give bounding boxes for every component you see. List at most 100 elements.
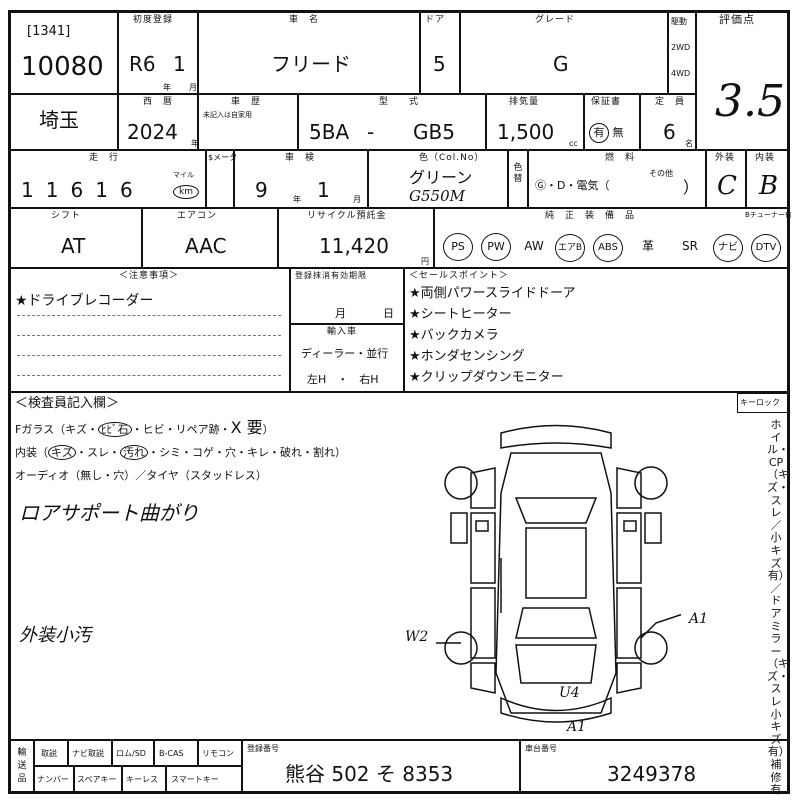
year: 2024: [127, 120, 178, 144]
ac-label: エアコン: [177, 211, 218, 221]
f-c5: リモコン: [198, 740, 242, 766]
displacement-label: 排気量: [509, 97, 540, 107]
lot-cell: [1341] 10080: [10, 12, 118, 94]
color-change-cell: 色替: [508, 150, 528, 208]
prefecture: 埼玉: [39, 108, 79, 132]
interior-dirt: 汚れ: [120, 445, 148, 460]
score-label: 評価点: [719, 13, 755, 26]
yen-unit: 円: [421, 257, 429, 266]
model-sep: -: [367, 120, 375, 144]
f-d3: キーレス: [122, 766, 166, 792]
fuel-close: ）: [683, 178, 700, 197]
warranty-label: 保証書: [591, 97, 622, 107]
car-diagram: [436, 424, 681, 723]
inspection-year-unit: 年: [293, 195, 301, 204]
interior-text: 内装（: [15, 446, 48, 459]
warranty-cell: 保証書 有 無: [584, 94, 640, 150]
caution-item: ★ドライブレコーダー: [15, 293, 154, 309]
caution-cell: ＜注意事項＞ ★ドライブレコーダー: [10, 268, 290, 392]
ac: AAC: [185, 234, 227, 258]
sales-point: ★シートヒーター: [409, 307, 512, 322]
keyless-label: キーロック: [740, 398, 780, 407]
shift-label: シフト: [51, 211, 82, 221]
reg-deadline-month: 月: [335, 307, 346, 320]
equip-navi: ナビ: [710, 231, 746, 262]
f-c1-label: 取説: [41, 749, 57, 758]
mileage-digit: 1: [95, 178, 120, 202]
drive-label: 駆動: [671, 17, 687, 26]
capacity-unit: 名: [685, 139, 693, 148]
f-c5-label: リモコン: [202, 749, 234, 758]
model-prefix: 5BA: [309, 120, 350, 144]
drive-2wd: 2WD: [671, 43, 691, 52]
equip-aw: AW: [516, 231, 552, 261]
grade-cell: グレード G: [460, 12, 668, 94]
chassis-cell: 車台番号 3249378: [520, 740, 788, 792]
warranty-options: 有 無: [589, 123, 624, 143]
f-d4: スマートキー: [166, 766, 242, 792]
year-unit-2: 年: [191, 139, 199, 148]
caution-label: ＜注意事項＞: [119, 271, 180, 281]
f-c2: ナビ取説: [68, 740, 112, 766]
glass-text: Fガラス（キズ・: [15, 423, 99, 436]
recycle-cell: リサイクル預託金 11,420 円: [278, 208, 434, 268]
glass-close: ）: [262, 423, 274, 436]
equip-aw-label: AW: [524, 239, 544, 253]
cc-unit: cc: [569, 139, 578, 148]
interior-line: 内装（キズ・スレ・汚れ・シミ・コゲ・穴・キレ・破れ・割れ）: [15, 445, 346, 460]
f-c4-label: B-CAS: [159, 749, 184, 758]
lot-bracket: [1341]: [27, 24, 71, 39]
equip-abs: ABS: [590, 231, 626, 262]
equip-ps: PS: [440, 231, 476, 261]
score: 3.5: [715, 76, 785, 127]
interior-grade: B: [759, 171, 779, 201]
shift: AT: [61, 234, 86, 258]
plate-cell: 登録番号 熊谷 502 そ 8353: [242, 740, 520, 792]
mileage-digit: 1: [45, 178, 71, 202]
color: グリーン: [409, 168, 473, 187]
reg-deadline-cell: 登録抹消有効期限 月 日: [290, 268, 404, 324]
shift-cell: シフト AT: [10, 208, 142, 268]
sales-points-label: ＜セールスポイント＞: [409, 271, 510, 281]
handwritten-note-1: ロアサポート曲がり: [19, 501, 199, 525]
import-cell: 輸入車 ディーラー・並行 左H ・ 右H: [290, 324, 404, 392]
car-name-cell: 車 名 フリード: [198, 12, 420, 94]
import-type: ディーラー・並行: [301, 347, 389, 360]
equip-airbag: エアB: [552, 231, 588, 262]
mark-w2: W2: [405, 629, 429, 645]
fuel-label: 燃 料: [605, 153, 636, 163]
mileage-digits: 11616: [21, 179, 145, 201]
inspection-date-label: 車 検: [285, 153, 316, 163]
mileage-label: 走 行: [89, 153, 120, 163]
transport-label: 輸送品: [17, 748, 27, 784]
color-cell: 色（Col.No） グリーン G550M: [368, 150, 508, 208]
plate-label: 登録番号: [247, 744, 279, 753]
f-c3: ロム/SD: [112, 740, 154, 766]
inspection-year: 9: [255, 178, 268, 202]
initial-reg-label: 初度登録: [133, 15, 174, 25]
meter-cell: $メータ: [206, 150, 237, 208]
score-cell: 評価点 3.5: [696, 12, 788, 150]
warranty-yes: 有: [589, 123, 609, 143]
wheel-mirror-notes: ホイル・CP（キズ・スレ／小キズ有）／ドアミラー（キズ・スレ 小キズ有）補修有: [767, 418, 789, 797]
car-name: フリード: [271, 52, 351, 76]
sales-point: ★クリップダウンモニター: [409, 370, 564, 385]
glass-repair-needed: X 要: [230, 418, 263, 437]
interior-rest: ・シミ・コゲ・穴・キレ・破れ・割れ）: [148, 446, 346, 459]
warranty-no: 無: [612, 126, 624, 139]
color-label: 色（Col.No）: [419, 153, 485, 163]
import-label: 輸入車: [327, 327, 358, 337]
equip-abs-label: ABS: [593, 234, 623, 262]
initial-reg-era: R6: [129, 52, 156, 76]
equip-ps-label: PS: [443, 233, 473, 261]
car-history-note: 未記入は自家用: [203, 111, 252, 119]
sales-point: ★ホンダセンシング: [409, 349, 525, 364]
sales-point: ★両側パワースライドドーア: [409, 286, 576, 301]
mark-a1-bottom: A1: [567, 719, 587, 735]
recycle-fee: 11,420: [319, 234, 389, 258]
year-cell: 西 暦 2024 年: [118, 94, 199, 150]
doors: 5: [433, 52, 446, 76]
equip-airbag-label: エアB: [555, 234, 585, 262]
equip-sr: SR: [672, 231, 708, 261]
keyless-cell: キーロック: [737, 393, 789, 413]
